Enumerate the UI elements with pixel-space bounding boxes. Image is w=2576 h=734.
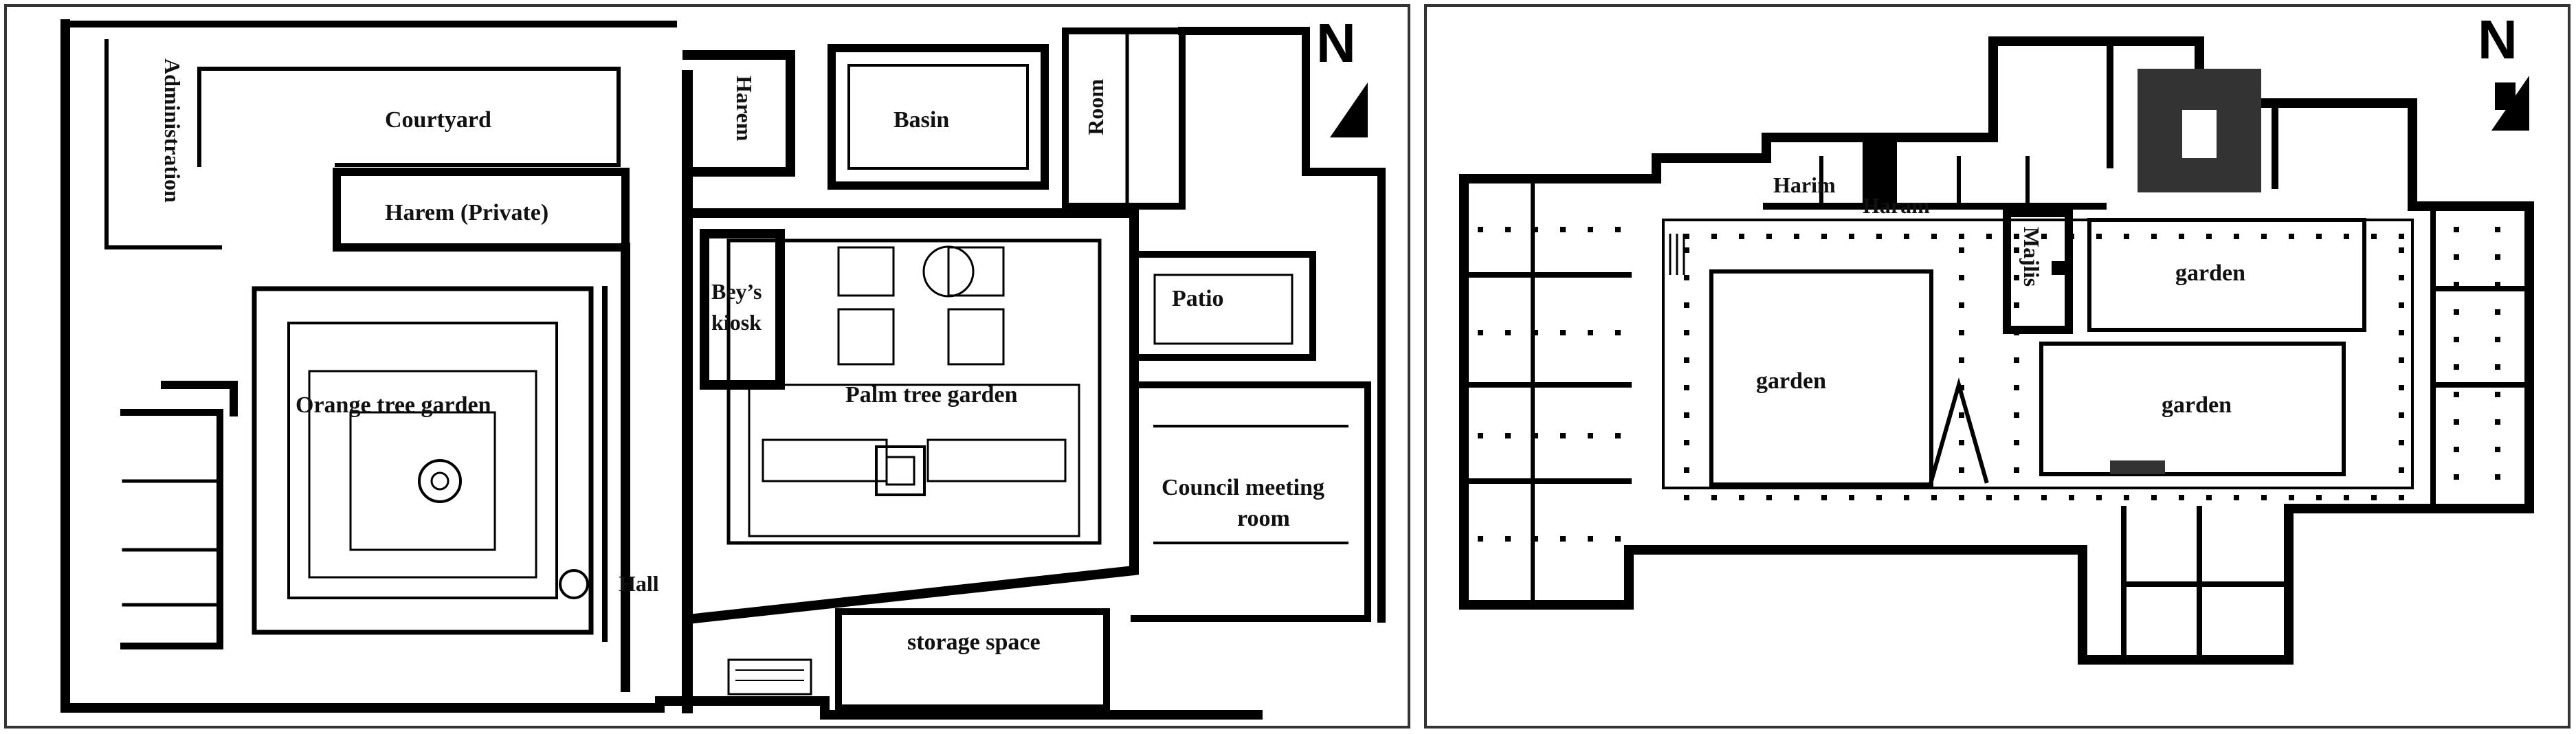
label-room: Room	[1083, 79, 1108, 135]
north-arrow-icon	[1330, 82, 1368, 137]
north-arrow-icon	[2491, 76, 2529, 131]
left-floor-plan-panel: Administration Courtyard Harem (Private)…	[4, 4, 1410, 729]
left-decor	[418, 245, 975, 696]
label-beys-kiosk-line2: kiosk	[711, 310, 762, 335]
label-harim: Harim	[1773, 173, 1836, 197]
label-garden-left: garden	[1756, 368, 1826, 394]
label-garden-top-right: garden	[2175, 260, 2245, 286]
right-labels: Harim Haram Majlis garden garden garden	[1756, 173, 2245, 418]
label-haram: Haram	[1863, 193, 1930, 218]
label-garden-bottom-right: garden	[2162, 392, 2232, 418]
north-label-left: N	[1316, 12, 1356, 74]
label-storage-space: storage space	[907, 630, 1041, 655]
label-hall: Hall	[619, 571, 659, 596]
label-council-meeting-line2: room	[1237, 506, 1290, 531]
right-walls	[1459, 36, 2534, 665]
label-administration: Administration	[160, 58, 185, 203]
left-north-arrow: N	[1316, 12, 1368, 137]
left-walls	[60, 19, 1386, 720]
left-floor-plan: Administration Courtyard Harem (Private)…	[4, 4, 1410, 729]
right-floor-plan-panel: Harim Haram Majlis garden garden garden …	[1423, 0, 2576, 734]
label-beys-kiosk-line1: Bey’s	[711, 279, 762, 304]
label-courtyard: Courtyard	[385, 107, 491, 133]
label-harem-private: Harem (Private)	[385, 200, 548, 225]
right-columns	[1478, 227, 2500, 542]
right-floor-plan: Harim Haram Majlis garden garden garden …	[1424, 4, 2571, 729]
left-labels: Administration Courtyard Harem (Private)…	[160, 58, 1324, 655]
label-palm-tree-garden: Palm tree garden	[845, 382, 1018, 408]
right-north-arrow: N	[2478, 9, 2529, 131]
label-majlis: Majlis	[2019, 227, 2044, 287]
label-patio: Patio	[1172, 286, 1224, 311]
right-decor	[1669, 69, 2516, 474]
label-harem: Harem	[732, 76, 757, 142]
north-label-right: N	[2478, 9, 2518, 70]
label-council-meeting-line1: Council meeting	[1162, 475, 1324, 500]
label-orange-tree-garden: Orange tree garden	[296, 392, 491, 418]
label-basin: Basin	[893, 107, 949, 133]
